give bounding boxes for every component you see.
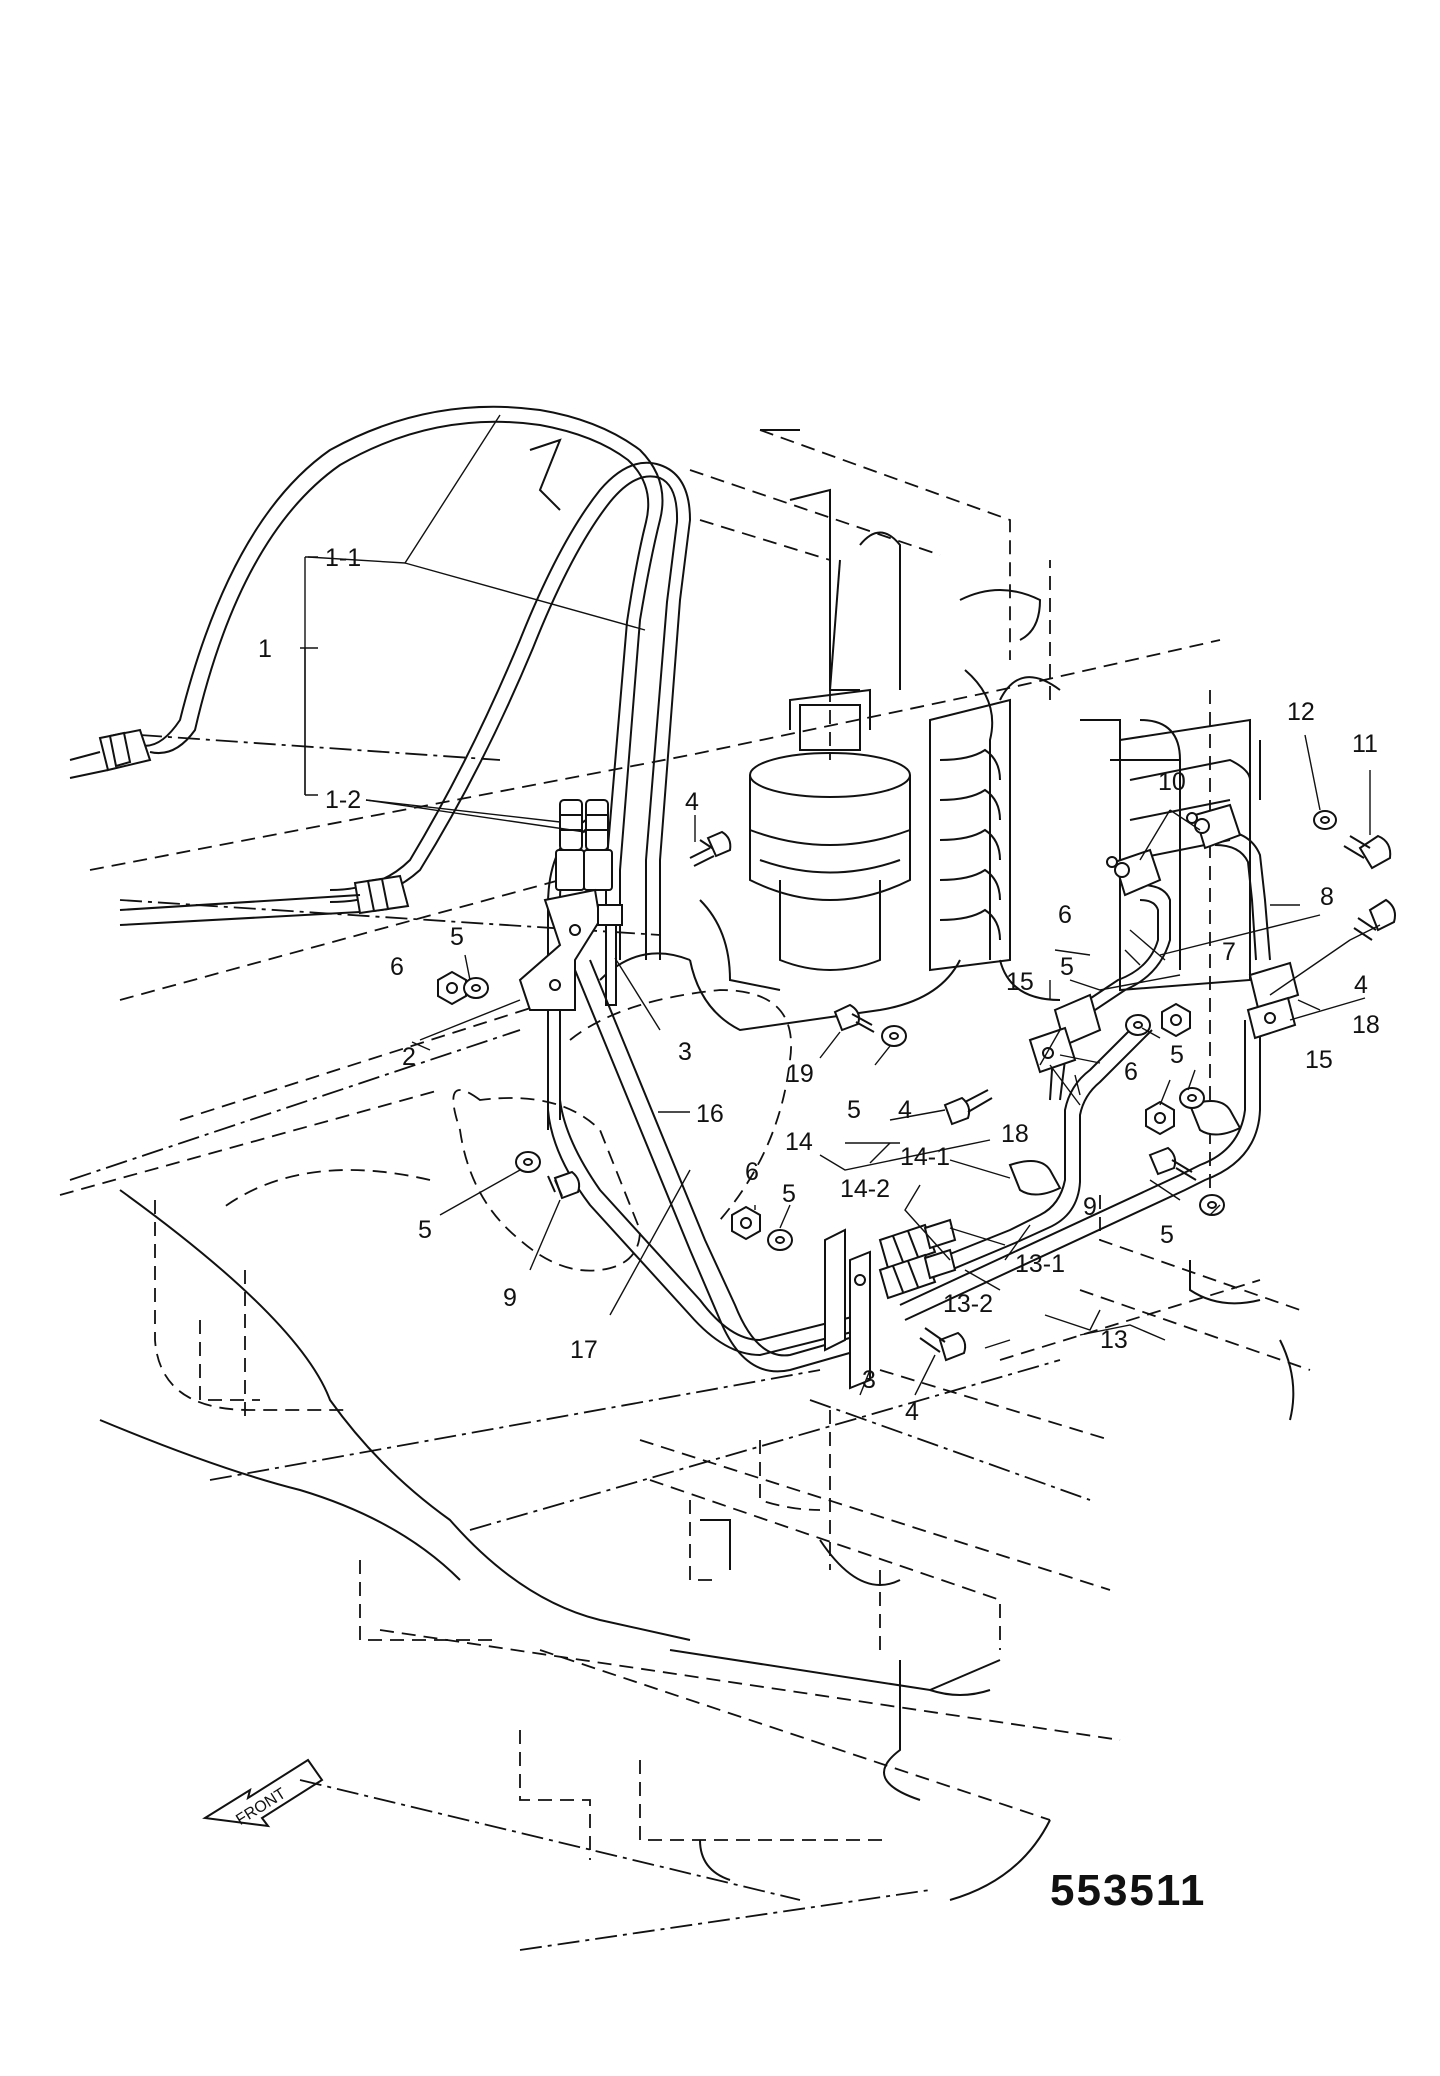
callout-1: 1: [258, 635, 272, 663]
hose-14: [909, 1019, 1153, 1286]
control-valve-block: [929, 698, 1251, 992]
callout-16: 16: [696, 1100, 724, 1128]
bolt-19: [833, 1003, 875, 1033]
callout-15: 15: [1305, 1046, 1333, 1074]
callout-13-2: 13-2: [943, 1290, 993, 1318]
washer-5-center: [1125, 1014, 1151, 1036]
callout-7: 7: [1222, 938, 1236, 966]
washer-5-far-right: [1179, 1087, 1205, 1109]
callout-6: 6: [1058, 901, 1072, 929]
callout-5: 5: [418, 1216, 432, 1244]
machine-phantom-outline: [59, 429, 1311, 1951]
callout-6: 6: [390, 953, 404, 981]
clamp-15-right: [1246, 961, 1300, 1040]
callout-4: 4: [1354, 971, 1368, 999]
callout-14-2: 14-2: [840, 1175, 890, 1203]
clamp-3-upper: [597, 904, 623, 1006]
bolt-9-left: [547, 1170, 581, 1200]
callout-14: 14: [785, 1128, 813, 1156]
callout-18: 18: [1352, 1011, 1380, 1039]
washer-5-left: [463, 977, 489, 999]
callout-10: 10: [1158, 768, 1186, 796]
hose-13: [899, 1020, 1261, 1321]
callout-15: 15: [1006, 968, 1034, 996]
bolt-9-right: [1148, 1146, 1197, 1181]
callout-14-1: 14-1: [900, 1143, 950, 1171]
leader-lines: [300, 414, 1381, 1396]
callout-9: 9: [503, 1284, 517, 1312]
bolt-4-mid: [943, 1089, 993, 1126]
bolt-4-lower: [919, 1327, 967, 1362]
callout-3: 3: [678, 1038, 692, 1066]
callout-6: 6: [745, 1158, 759, 1186]
hose-end-fitting-upper: [69, 728, 152, 779]
callout-labels: 1-1 1 1-2 4 5 6 2 3 16 19 5 4 18 14 14-1…: [258, 544, 1380, 1426]
hose-17: [547, 1099, 861, 1357]
callout-13: 13: [1100, 1326, 1128, 1354]
front-direction-arrow: FRONT: [202, 1758, 324, 1829]
washer-5-lower-mid: [767, 1229, 793, 1251]
hose-13-1-ferrule: [1008, 1100, 1242, 1196]
hose-connectors-1-2: [555, 799, 613, 891]
callout-4: 4: [898, 1096, 912, 1124]
callout-1-1: 1-1: [325, 544, 361, 572]
hose-16: [574, 959, 861, 1373]
machine-body-outline: [99, 429, 1295, 1901]
hose-1-1: [139, 405, 664, 960]
washer-5-right: [1199, 1194, 1225, 1216]
callout-11: 11: [1352, 730, 1378, 758]
callout-3: 3: [862, 1366, 876, 1394]
callout-17: 17: [570, 1336, 598, 1364]
callout-5: 5: [847, 1096, 861, 1124]
callout-5: 5: [450, 923, 464, 951]
callout-13-1: 13-1: [1015, 1250, 1065, 1278]
bolt-4-upper: [689, 830, 732, 867]
nut-6-left: [437, 970, 467, 1006]
washer-5-mid-left: [515, 1151, 541, 1173]
pilot-pump: [699, 688, 911, 991]
hose-end-fitting-lower: [119, 874, 410, 926]
clamp-15-left: [1028, 993, 1102, 1074]
flange-10-left: [1106, 848, 1162, 897]
callout-5: 5: [1060, 953, 1074, 981]
callout-6: 6: [1124, 1058, 1138, 1086]
callout-9: 9: [1083, 1193, 1097, 1221]
callout-19: 19: [786, 1060, 814, 1088]
callout-5: 5: [1170, 1041, 1184, 1069]
hydraulic-tank: [599, 952, 1061, 1032]
callout-2: 2: [402, 1043, 416, 1071]
clamp-3-lower: [824, 1228, 871, 1390]
callout-8: 8: [1320, 883, 1334, 911]
callout-12: 12: [1287, 698, 1315, 726]
callout-1-2: 1-2: [325, 786, 361, 814]
nut-6-center: [1161, 1002, 1191, 1038]
callout-4: 4: [905, 1398, 919, 1426]
callout-4: 4: [685, 788, 699, 816]
diagram-number: 553511: [1050, 1866, 1206, 1915]
washer-5-mid: [881, 1025, 907, 1047]
callout-5: 5: [1160, 1221, 1174, 1249]
nut-6-mid: [731, 1205, 761, 1241]
hose-fittings-lower: [878, 1218, 957, 1300]
bolt-4-right: [1353, 898, 1396, 941]
callout-5: 5: [782, 1180, 796, 1208]
bolt-11: [1343, 834, 1392, 870]
nut-6-right: [1145, 1100, 1175, 1136]
washer-12: [1313, 810, 1337, 830]
hose-1-2: [329, 461, 692, 1130]
callout-18: 18: [1001, 1120, 1029, 1148]
bracket-2: [518, 888, 602, 1011]
